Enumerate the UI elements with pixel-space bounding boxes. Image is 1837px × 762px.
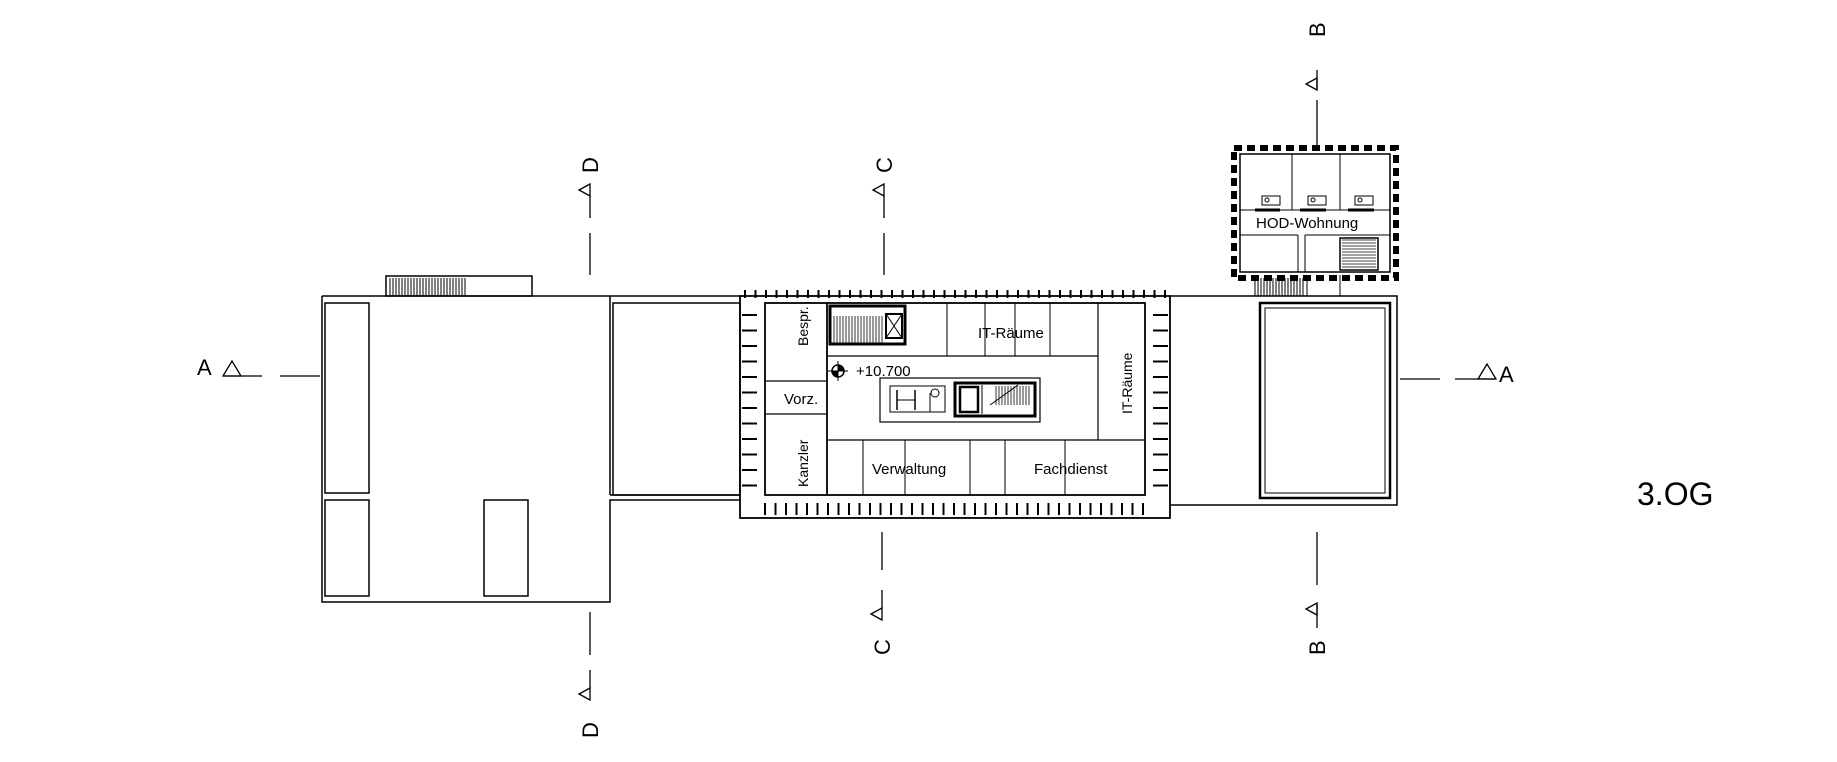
- section-arrow-icon: [221, 359, 243, 377]
- section-arrow-icon: [869, 606, 883, 622]
- room-label-verwaltung: Verwaltung: [872, 461, 946, 478]
- section-label-a-left: A: [197, 355, 212, 380]
- room-label-bespr: Bespr.: [795, 306, 811, 346]
- hod-apartment: [1231, 145, 1399, 281]
- facade-columns: [742, 290, 1168, 515]
- section-arrow-icon: [577, 182, 591, 198]
- light-well: [324, 499, 370, 597]
- staircase: [833, 316, 883, 344]
- staircase: [1342, 239, 1376, 268]
- section-arrow-icon: [1304, 601, 1318, 617]
- section-label-d-top: D: [578, 157, 603, 173]
- section-markers: [221, 70, 1498, 702]
- left-wing: [321, 275, 741, 603]
- section-label-d-bottom: D: [578, 722, 603, 738]
- elevation-label: +10.700: [856, 363, 911, 380]
- floor-label: 3.OG: [1637, 476, 1713, 512]
- room-label-hod: HOD-Wohnung: [1256, 215, 1358, 232]
- section-label-b-top: B: [1305, 22, 1330, 37]
- section-label-c-top: C: [872, 157, 897, 173]
- light-well: [483, 499, 529, 597]
- section-arrow-icon: [1304, 76, 1318, 92]
- section-arrow-icon: [1476, 362, 1498, 380]
- light-well: [324, 302, 370, 494]
- center-block: [739, 295, 1171, 519]
- section-arrow-icon: [871, 182, 885, 198]
- room-label-it-right: IT-Räume: [1119, 352, 1135, 414]
- room-label-kanzler: Kanzler: [795, 439, 811, 487]
- section-arrow-icon: [577, 686, 591, 702]
- right-wing: [1170, 275, 1398, 506]
- light-well: [612, 302, 741, 496]
- room-label-fachdienst: Fachdienst: [1034, 461, 1108, 478]
- section-label-b-bottom: B: [1305, 640, 1330, 655]
- section-label-c-bottom: C: [870, 639, 895, 655]
- roof-stair-hatch: [389, 278, 466, 296]
- elevation-marker: +10.700: [828, 361, 911, 381]
- room-label-it-top: IT-Räume: [978, 325, 1044, 342]
- staircase: [995, 386, 1030, 405]
- section-label-a-right: A: [1499, 362, 1514, 387]
- room-label-vorz: Vorz.: [784, 391, 818, 408]
